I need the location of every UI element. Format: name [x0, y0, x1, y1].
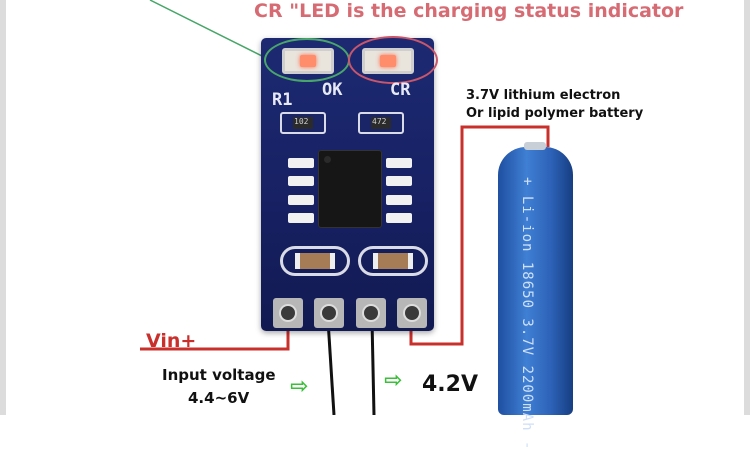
resistor-472: 472	[358, 112, 404, 134]
ic-pad-l4	[288, 213, 314, 223]
vin-label: Vin+	[146, 330, 197, 352]
output-voltage-label: 4.2V	[422, 372, 478, 397]
annotation-line-green	[149, 0, 271, 61]
ic-pad-r3	[386, 195, 412, 205]
pin-vin	[273, 298, 303, 328]
charging-indicator-title: CR "LED is the charging status indicator	[254, 0, 684, 22]
capacitor-right	[358, 246, 428, 276]
resistor-102: 102	[280, 112, 326, 134]
ic-pad-l3	[288, 195, 314, 205]
cr-led	[362, 48, 414, 74]
pin-gnd-in	[314, 298, 344, 328]
lithium-battery-18650: + Li-ion 18650 3.7V 2200mAh -	[498, 142, 573, 450]
ok-led-label: OK	[322, 80, 343, 100]
input-voltage-label: Input voltage	[162, 366, 276, 384]
ic-pad-r4	[386, 213, 412, 223]
wire-gnd-1	[326, 319, 336, 415]
ic-pad-r2	[386, 176, 412, 186]
cr-led-label: CR	[390, 80, 411, 100]
capacitor-left	[280, 246, 350, 276]
input-arrow-icon: ⇨	[290, 374, 309, 399]
battery-print: + Li-ion 18650 3.7V 2200mAh -	[519, 177, 535, 450]
output-arrow-icon: ⇨	[384, 368, 403, 393]
resistor-label: R1	[272, 90, 293, 110]
charger-ic-chip	[318, 150, 382, 228]
resistor-2-code: 472	[372, 117, 387, 126]
wire-battery-positive	[409, 125, 550, 346]
ok-led	[282, 48, 334, 74]
ic-pad-l1	[288, 158, 314, 168]
input-voltage-range: 4.4~6V	[188, 389, 250, 407]
pin-bat	[397, 298, 427, 328]
battery-positive-terminal	[524, 142, 546, 150]
cr-led-highlight-ring	[348, 36, 438, 84]
ic-pad-l2	[288, 176, 314, 186]
battery-label-line1: 3.7V lithium electron	[466, 88, 621, 103]
wire-gnd-2	[370, 319, 376, 415]
pin-gnd-out	[356, 298, 386, 328]
ic-pad-r1	[386, 158, 412, 168]
battery-label-line2: Or lipid polymer battery	[466, 106, 644, 121]
resistor-1-code: 102	[294, 117, 309, 126]
